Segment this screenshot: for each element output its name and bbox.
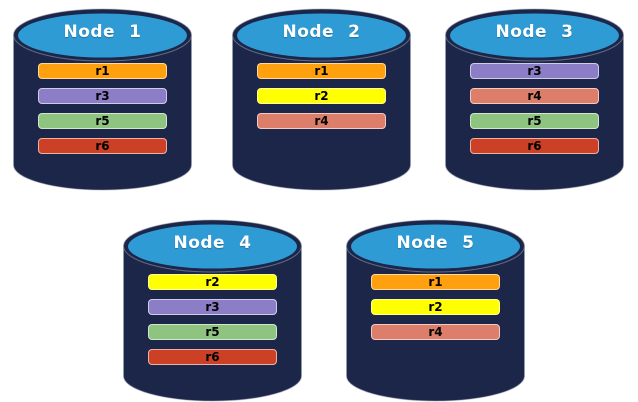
replica-list: r3 r4 r5 r6 bbox=[470, 63, 599, 163]
node-title: Node 2 bbox=[282, 22, 361, 42]
replica-bar-r5: r5 bbox=[148, 324, 277, 340]
node-title: Node 5 bbox=[396, 233, 475, 253]
node-cylinder-4: Node 4 r2 r3 r5 r6 bbox=[121, 216, 304, 402]
replica-bar-r6: r6 bbox=[470, 138, 599, 154]
node-cylinder-3: Node 3 r3 r4 r5 r6 bbox=[443, 5, 626, 193]
node-cylinder-5: Node 5 r1 r2 r4 bbox=[344, 216, 527, 402]
replica-bar-r1: r1 bbox=[371, 274, 500, 290]
replica-bar-r1: r1 bbox=[257, 63, 386, 79]
replica-bar-r3: r3 bbox=[470, 63, 599, 79]
replica-bar-r1: r1 bbox=[38, 63, 167, 79]
replica-list: r1 r2 r4 bbox=[371, 274, 500, 349]
replica-bar-r2: r2 bbox=[257, 88, 386, 104]
node-cylinder-2: Node 2 r1 r2 r4 bbox=[230, 5, 413, 193]
replica-bar-r2: r2 bbox=[371, 299, 500, 315]
replica-list: r1 r3 r5 r6 bbox=[38, 63, 167, 163]
replica-bar-r5: r5 bbox=[470, 113, 599, 129]
node-title: Node 3 bbox=[495, 22, 574, 42]
replica-bar-r6: r6 bbox=[148, 349, 277, 365]
replica-list: r1 r2 r4 bbox=[257, 63, 386, 138]
replica-bar-r4: r4 bbox=[371, 324, 500, 340]
replica-list: r2 r3 r5 r6 bbox=[148, 274, 277, 374]
replica-bar-r6: r6 bbox=[38, 138, 167, 154]
replica-bar-r5: r5 bbox=[38, 113, 167, 129]
replica-bar-r4: r4 bbox=[470, 88, 599, 104]
replica-bar-r3: r3 bbox=[148, 299, 277, 315]
replica-bar-r2: r2 bbox=[148, 274, 277, 290]
node-title: Node 1 bbox=[63, 22, 142, 42]
replica-bar-r4: r4 bbox=[257, 113, 386, 129]
node-title: Node 4 bbox=[173, 233, 252, 253]
node-cylinder-1: Node 1 r1 r3 r5 r6 bbox=[11, 5, 194, 193]
replica-bar-r3: r3 bbox=[38, 88, 167, 104]
